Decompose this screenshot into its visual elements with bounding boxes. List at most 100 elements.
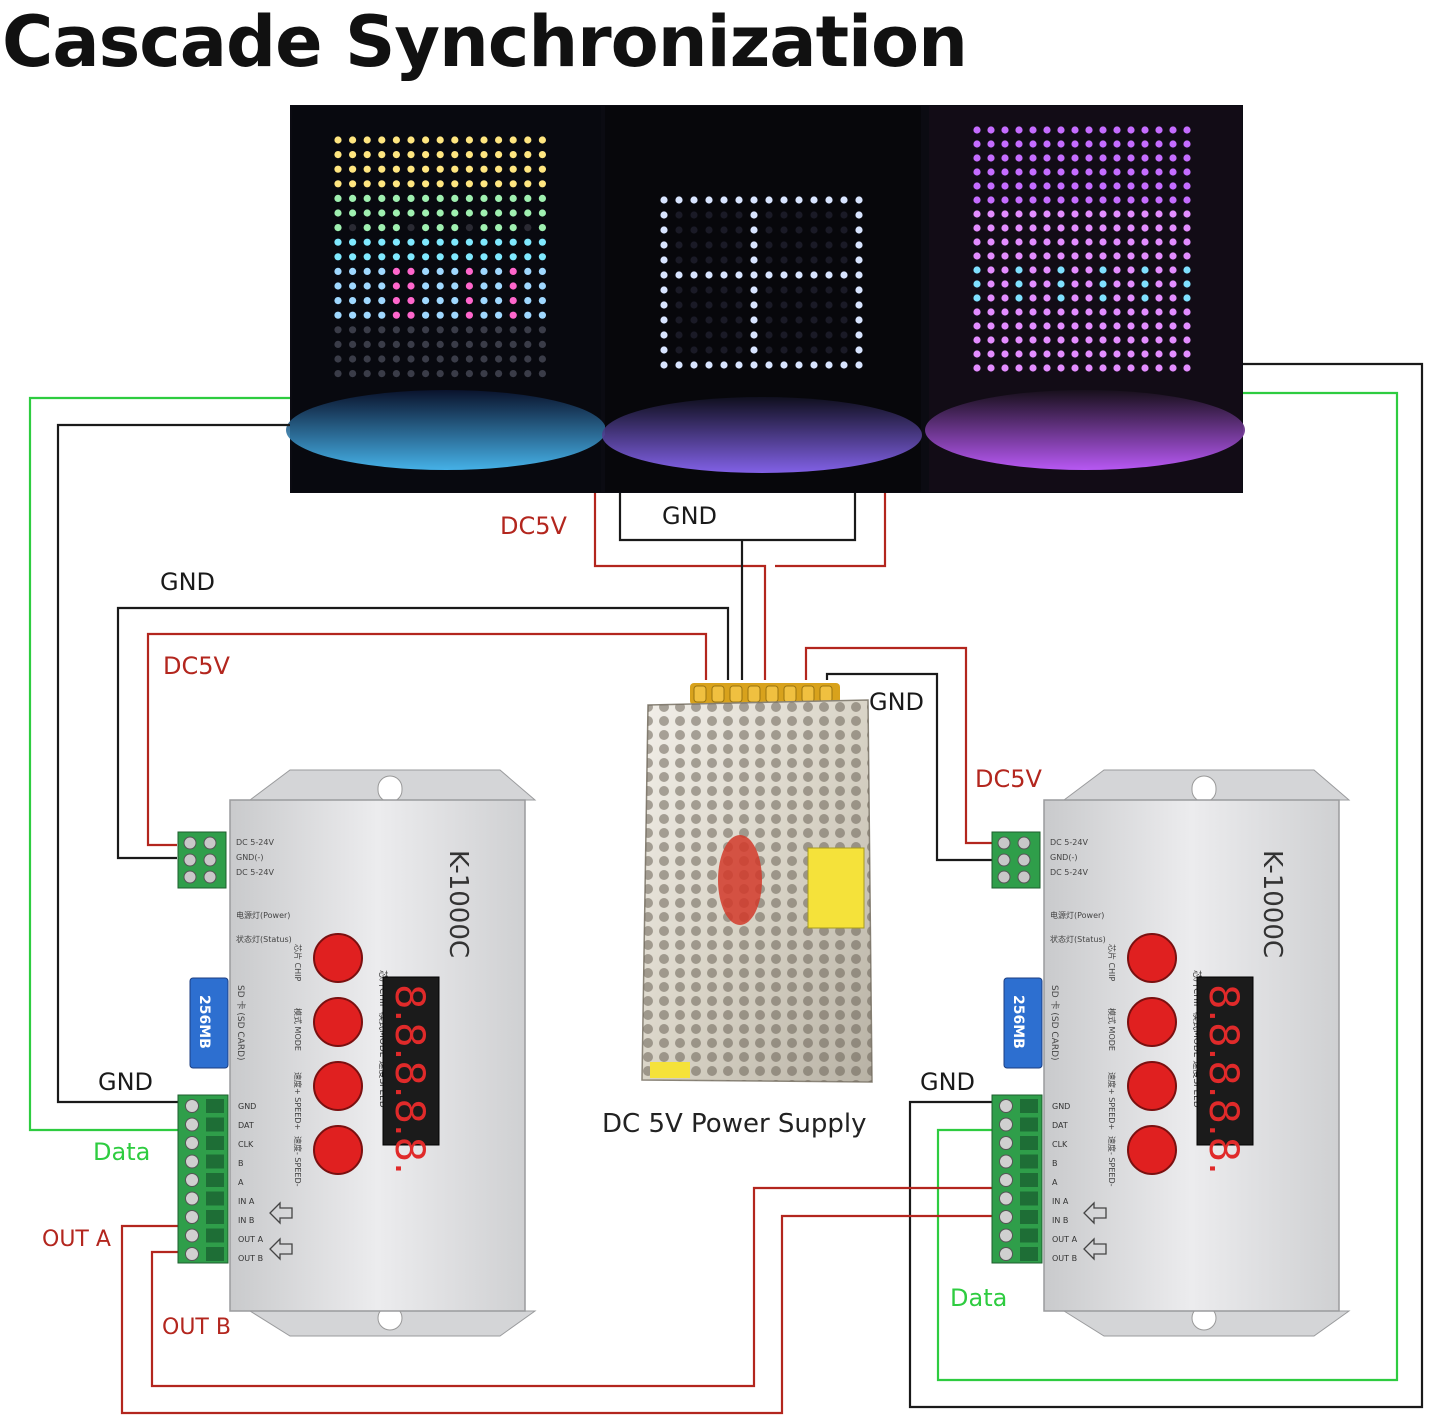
terminal-screw[interactable] — [999, 1154, 1013, 1169]
led-dot — [1015, 322, 1023, 330]
led-dot — [1183, 252, 1191, 260]
gnd-wire-right-power — [825, 672, 992, 862]
led-dot — [392, 253, 400, 261]
led-dot — [407, 340, 415, 348]
terminal-screw[interactable] — [999, 1247, 1013, 1261]
led-dot — [422, 311, 430, 319]
controller-button[interactable] — [1127, 1125, 1177, 1175]
led-dot — [825, 316, 833, 324]
terminal-screw[interactable] — [185, 1099, 199, 1113]
led-dot — [1029, 252, 1037, 260]
led-dot — [705, 271, 713, 279]
led-dot — [1183, 294, 1191, 302]
led-dot — [1127, 252, 1135, 260]
led-dot — [1071, 266, 1079, 274]
led-dot — [840, 271, 848, 279]
label-data-left: Data — [93, 1138, 151, 1166]
controller-button[interactable] — [1127, 997, 1177, 1047]
led-dot — [987, 196, 995, 204]
terminal-screw[interactable] — [999, 1173, 1013, 1187]
led-dot — [810, 316, 818, 324]
led-dot — [1099, 308, 1107, 316]
led-dot — [1057, 140, 1065, 148]
led-dot — [1043, 196, 1051, 204]
led-dot — [538, 224, 547, 232]
led-dot — [422, 267, 430, 275]
led-dot — [407, 355, 415, 363]
led-dot — [378, 224, 386, 232]
led-dot — [422, 136, 430, 144]
terminal-screw[interactable] — [185, 1247, 199, 1261]
label-gnd-right-power: GND — [869, 688, 925, 716]
led-dot — [349, 253, 357, 261]
led-dot — [780, 346, 788, 354]
terminal-screw[interactable] — [185, 1154, 199, 1169]
led-dot — [451, 151, 459, 159]
led-dot — [334, 151, 342, 159]
led-dot — [1113, 266, 1121, 274]
segment-display: 8.8.8.8.8. — [382, 976, 440, 1175]
led-dot — [465, 209, 473, 217]
led-dot — [675, 271, 683, 279]
led-dot — [825, 346, 833, 354]
led-dot — [1001, 252, 1009, 260]
controller-button[interactable] — [313, 933, 363, 983]
led-dot — [1015, 238, 1023, 246]
terminal-label: OUT A — [1052, 1235, 1078, 1244]
led-dot — [1183, 210, 1191, 218]
led-dot — [750, 256, 758, 264]
led-dot — [1057, 280, 1065, 288]
terminal-screw[interactable] — [185, 1136, 199, 1150]
terminal-screw[interactable] — [999, 1210, 1013, 1224]
led-dot — [407, 209, 415, 217]
led-dot — [795, 331, 803, 339]
controller-button[interactable] — [313, 1061, 363, 1111]
terminal-screw[interactable] — [185, 1173, 199, 1187]
led-dot — [538, 326, 547, 334]
led-dot — [1099, 322, 1107, 330]
led-dot — [1113, 308, 1121, 316]
led-dot — [538, 151, 547, 159]
led-dot — [1169, 224, 1177, 232]
led-dot — [840, 361, 848, 369]
controller-body — [1043, 799, 1340, 1312]
controller-button[interactable] — [1127, 1061, 1177, 1111]
psu-terminal-screw — [801, 685, 815, 703]
controller-button-label: 速度- SPEED- — [293, 1136, 303, 1187]
led-dot — [1085, 182, 1093, 190]
led-dot — [1071, 182, 1079, 190]
led-dot — [451, 370, 459, 378]
terminal-label: A — [238, 1178, 244, 1187]
controller-button[interactable] — [313, 997, 363, 1047]
led-dot — [810, 301, 818, 309]
terminal-screw[interactable] — [185, 1228, 199, 1243]
terminal-screw[interactable] — [185, 1191, 199, 1206]
led-dot — [436, 238, 444, 246]
controller-button[interactable] — [313, 1125, 363, 1175]
terminal-screw[interactable] — [999, 1191, 1013, 1206]
terminal-screw[interactable] — [999, 1117, 1013, 1132]
led-dot — [392, 194, 400, 202]
terminal-screw[interactable] — [999, 1228, 1013, 1243]
led-dot — [1141, 280, 1149, 288]
led-dot — [392, 165, 400, 173]
led-dot — [524, 340, 532, 348]
terminal-screw[interactable] — [999, 1136, 1013, 1150]
data-terminal-block — [991, 1094, 1043, 1264]
controller-button-label: 速度- SPEED- — [1107, 1136, 1117, 1187]
led-dot — [1183, 140, 1191, 148]
led-dot — [407, 311, 415, 319]
led-dot — [1043, 294, 1051, 302]
terminal-screw[interactable] — [185, 1117, 199, 1132]
controller-model: K-1000C — [443, 850, 473, 958]
led-dot — [1155, 210, 1163, 218]
led-dot — [349, 224, 357, 232]
led-dot — [720, 346, 728, 354]
led-dot — [1015, 182, 1023, 190]
terminal-screw[interactable] — [185, 1210, 199, 1224]
led-dot — [1057, 336, 1065, 344]
led-dot — [407, 297, 415, 305]
terminal-screw[interactable] — [999, 1099, 1013, 1113]
led-dot — [392, 151, 400, 159]
controller-button[interactable] — [1127, 933, 1177, 983]
